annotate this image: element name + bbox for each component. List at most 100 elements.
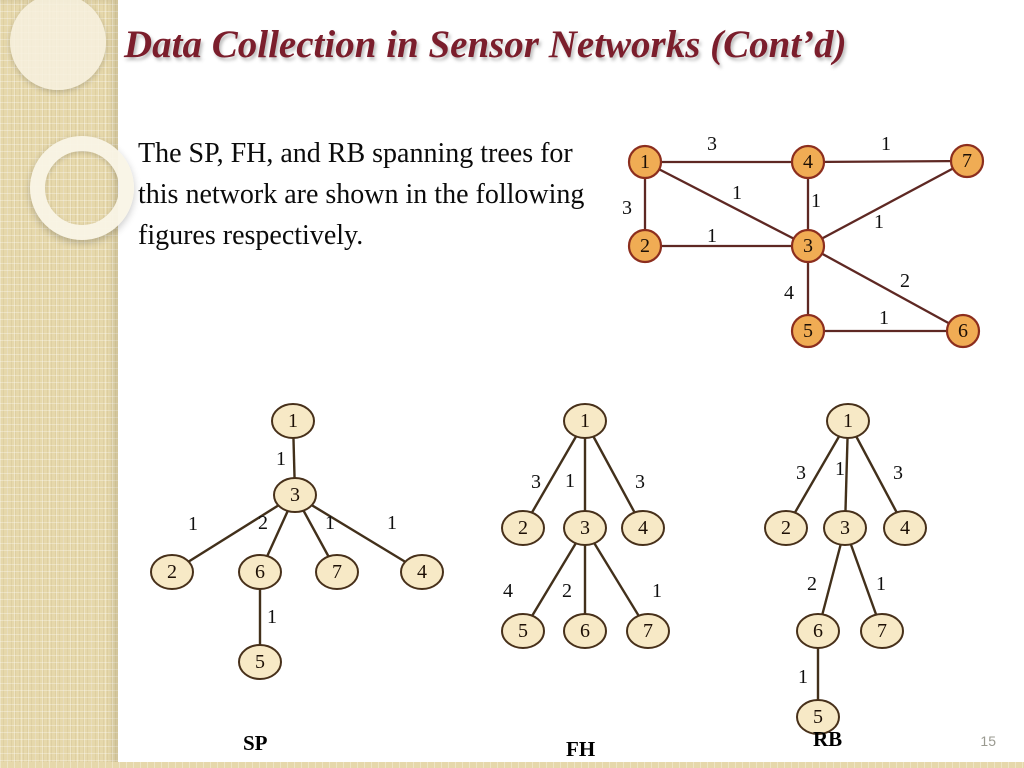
edge-weight-3-6: 2: [562, 580, 572, 602]
node-label-3: 3: [840, 517, 850, 539]
sp-tree-label: SP: [243, 731, 268, 755]
edge-1-4: [846, 420, 907, 529]
edge-weight-1-2: 3: [796, 462, 806, 484]
node-label-7: 7: [877, 620, 887, 642]
node-label-2: 2: [640, 235, 650, 257]
edge-weight-1-4: 3: [893, 462, 903, 484]
node-5: [796, 699, 840, 735]
node-label-2: 2: [167, 561, 177, 583]
node-4: [883, 510, 927, 546]
node-label-7: 7: [643, 620, 653, 642]
node-1: [627, 144, 663, 180]
node-3: [790, 228, 826, 264]
node-label-4: 4: [803, 151, 813, 173]
fh-tree-label: FH: [566, 737, 596, 761]
node-label-5: 5: [518, 620, 528, 642]
node-label-1: 1: [843, 410, 853, 432]
edge-1-3: [644, 160, 809, 248]
node-label-1: 1: [640, 151, 650, 173]
edge-weight-3-7: 1: [325, 512, 335, 534]
edge-weight-6-5: 1: [798, 666, 808, 688]
edge-weight-3-6: 2: [807, 573, 817, 595]
node-6: [945, 313, 981, 349]
rb-tree-label: RB: [813, 727, 843, 751]
node-label-2: 2: [518, 517, 528, 539]
edge-3-4: [294, 493, 423, 574]
node-label-3: 3: [803, 235, 813, 257]
edge-weight-1-2: 3: [622, 197, 632, 219]
node-label-5: 5: [803, 320, 813, 342]
node-2: [150, 554, 194, 590]
node-6: [238, 554, 282, 590]
node-label-4: 4: [900, 517, 910, 539]
node-6: [563, 613, 607, 649]
node-1: [826, 403, 870, 439]
node-4: [621, 510, 665, 546]
node-2: [764, 510, 808, 546]
node-label-3: 3: [580, 517, 590, 539]
edge-weight-3-6: 2: [900, 270, 910, 292]
edge-weight-3-2: 1: [188, 513, 198, 535]
node-label-6: 6: [580, 620, 590, 642]
bottom-decorative-strip: [0, 762, 1024, 768]
edge-weight-1-3: 1: [276, 448, 286, 470]
node-label-6: 6: [958, 320, 968, 342]
edge-3-2: [171, 493, 296, 574]
node-label-3: 3: [290, 484, 300, 506]
node-1: [271, 403, 315, 439]
node-3: [563, 510, 607, 546]
node-label-1: 1: [288, 410, 298, 432]
edge-weight-6-5: 1: [267, 606, 277, 628]
node-label-6: 6: [813, 620, 823, 642]
node-7: [315, 554, 359, 590]
node-5: [501, 613, 545, 649]
node-7: [860, 613, 904, 649]
edge-3-5: [521, 527, 587, 632]
node-label-1: 1: [580, 410, 590, 432]
node-7: [949, 143, 985, 179]
edge-weight-3-7: 1: [874, 211, 884, 233]
edge-weight-1-3: 1: [732, 182, 742, 204]
edge-1-2: [521, 420, 587, 529]
edge-weight-3-5: 4: [503, 580, 513, 602]
node-2: [501, 510, 545, 546]
node-label-4: 4: [417, 561, 427, 583]
edge-weight-3-7: 1: [876, 573, 886, 595]
edge-3-6: [807, 244, 964, 333]
page-number: 15: [980, 733, 996, 749]
rb-spanning-tree-diagram: 1 2 3 4 6 7 5 3 1 3 2 1 1: [755, 398, 955, 743]
node-4: [400, 554, 444, 590]
decorative-circle: [10, 0, 106, 90]
node-1: [563, 403, 607, 439]
slide-title: Data Collection in Sensor Networks (Cont…: [124, 23, 847, 66]
edge-weight-4-3: 1: [811, 190, 821, 212]
edge-weight-3-7: 1: [652, 580, 662, 602]
edge-weight-1-2: 3: [531, 471, 541, 493]
rb-tree-graph: 1 2 3 4 6 7 5 3 1 3 2 1 1: [764, 403, 927, 735]
edge-weight-1-4: 3: [635, 471, 645, 493]
edge-3-7: [583, 527, 650, 632]
decorative-ring: [30, 136, 134, 240]
body-text: The SP, FH, and RB spanning trees for th…: [138, 138, 585, 251]
node-label-2: 2: [781, 517, 791, 539]
left-decorative-sidebar: [0, 0, 118, 768]
edge-weight-2-3: 1: [707, 225, 717, 247]
edge-weight-1-3: 1: [565, 470, 575, 492]
node-2: [627, 228, 663, 264]
node-6: [796, 613, 840, 649]
node-3: [273, 477, 317, 513]
node-label-5: 5: [255, 651, 265, 673]
edge-weight-1-4: 3: [707, 133, 717, 155]
edge-weight-4-7: 1: [881, 133, 891, 155]
node-label-5: 5: [813, 706, 823, 728]
edge-3-7: [807, 159, 968, 248]
node-label-7: 7: [332, 561, 342, 583]
node-5: [238, 644, 282, 680]
edge-weight-1-3: 1: [835, 458, 845, 480]
